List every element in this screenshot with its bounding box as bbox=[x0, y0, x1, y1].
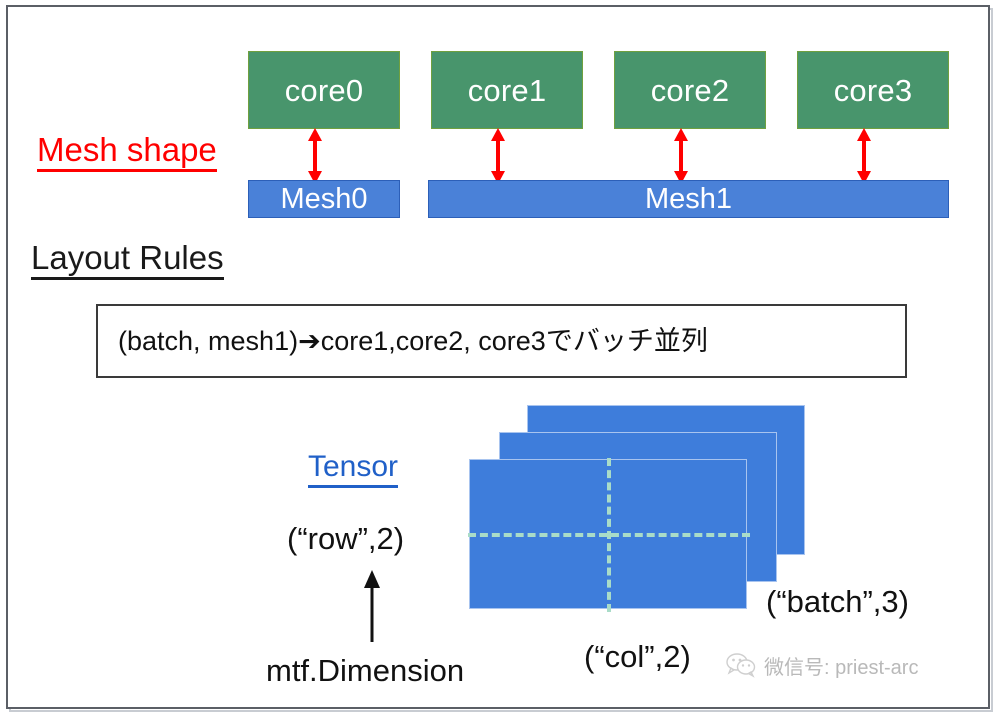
core-box-core0: core0 bbox=[248, 51, 400, 129]
core-box-label: core2 bbox=[650, 72, 730, 108]
section-heading-layout-rules: Layout Rules bbox=[31, 241, 224, 280]
double-arrow-icon-core3-mesh1 bbox=[855, 128, 873, 184]
watermark: 微信号: priest-arc bbox=[726, 652, 918, 683]
mesh-bar-mesh0: Mesh0 bbox=[248, 180, 400, 218]
tensor-dimension-label-row: (“row”,2) bbox=[287, 521, 405, 556]
core-box-core1: core1 bbox=[431, 51, 583, 129]
tensor-row-split-line bbox=[468, 533, 750, 537]
double-arrow-icon-core1-mesh1 bbox=[489, 128, 507, 184]
core-box-core2: core2 bbox=[614, 51, 766, 129]
core-box-label: core3 bbox=[833, 72, 913, 108]
layout-rule-text: (batch, mesh1)➔core1,core2, core3でバッチ並列 bbox=[118, 325, 708, 356]
section-heading-mesh-shape: Mesh shape bbox=[37, 133, 217, 172]
tensor-col-split-line bbox=[607, 458, 611, 612]
core-box-label: core1 bbox=[467, 72, 547, 108]
mesh-bar-label: Mesh1 bbox=[644, 182, 733, 215]
watermark-text: 微信号: priest-arc bbox=[764, 656, 919, 679]
tensor-dimension-label-batch: (“batch”,3) bbox=[766, 584, 909, 619]
section-heading-tensor: Tensor bbox=[308, 452, 399, 488]
core-box-label: core0 bbox=[284, 72, 364, 108]
core-box-core3: core3 bbox=[797, 51, 949, 129]
mtf-dimension-label: mtf.Dimension bbox=[266, 653, 465, 688]
arrow-up-icon-mtf-dimension bbox=[358, 568, 386, 644]
mesh-bar-mesh1: Mesh1 bbox=[428, 180, 949, 218]
mesh-bar-label: Mesh0 bbox=[280, 182, 368, 215]
tensor-slab-front bbox=[468, 458, 750, 612]
double-arrow-icon-core2-mesh1 bbox=[672, 128, 690, 184]
tensor-dimension-label-col: (“col”,2) bbox=[584, 639, 691, 674]
layout-rule-box: (batch, mesh1)➔core1,core2, core3でバッチ並列 bbox=[96, 304, 907, 378]
wechat-icon bbox=[726, 652, 756, 683]
double-arrow-icon-core0-mesh0 bbox=[306, 128, 324, 184]
